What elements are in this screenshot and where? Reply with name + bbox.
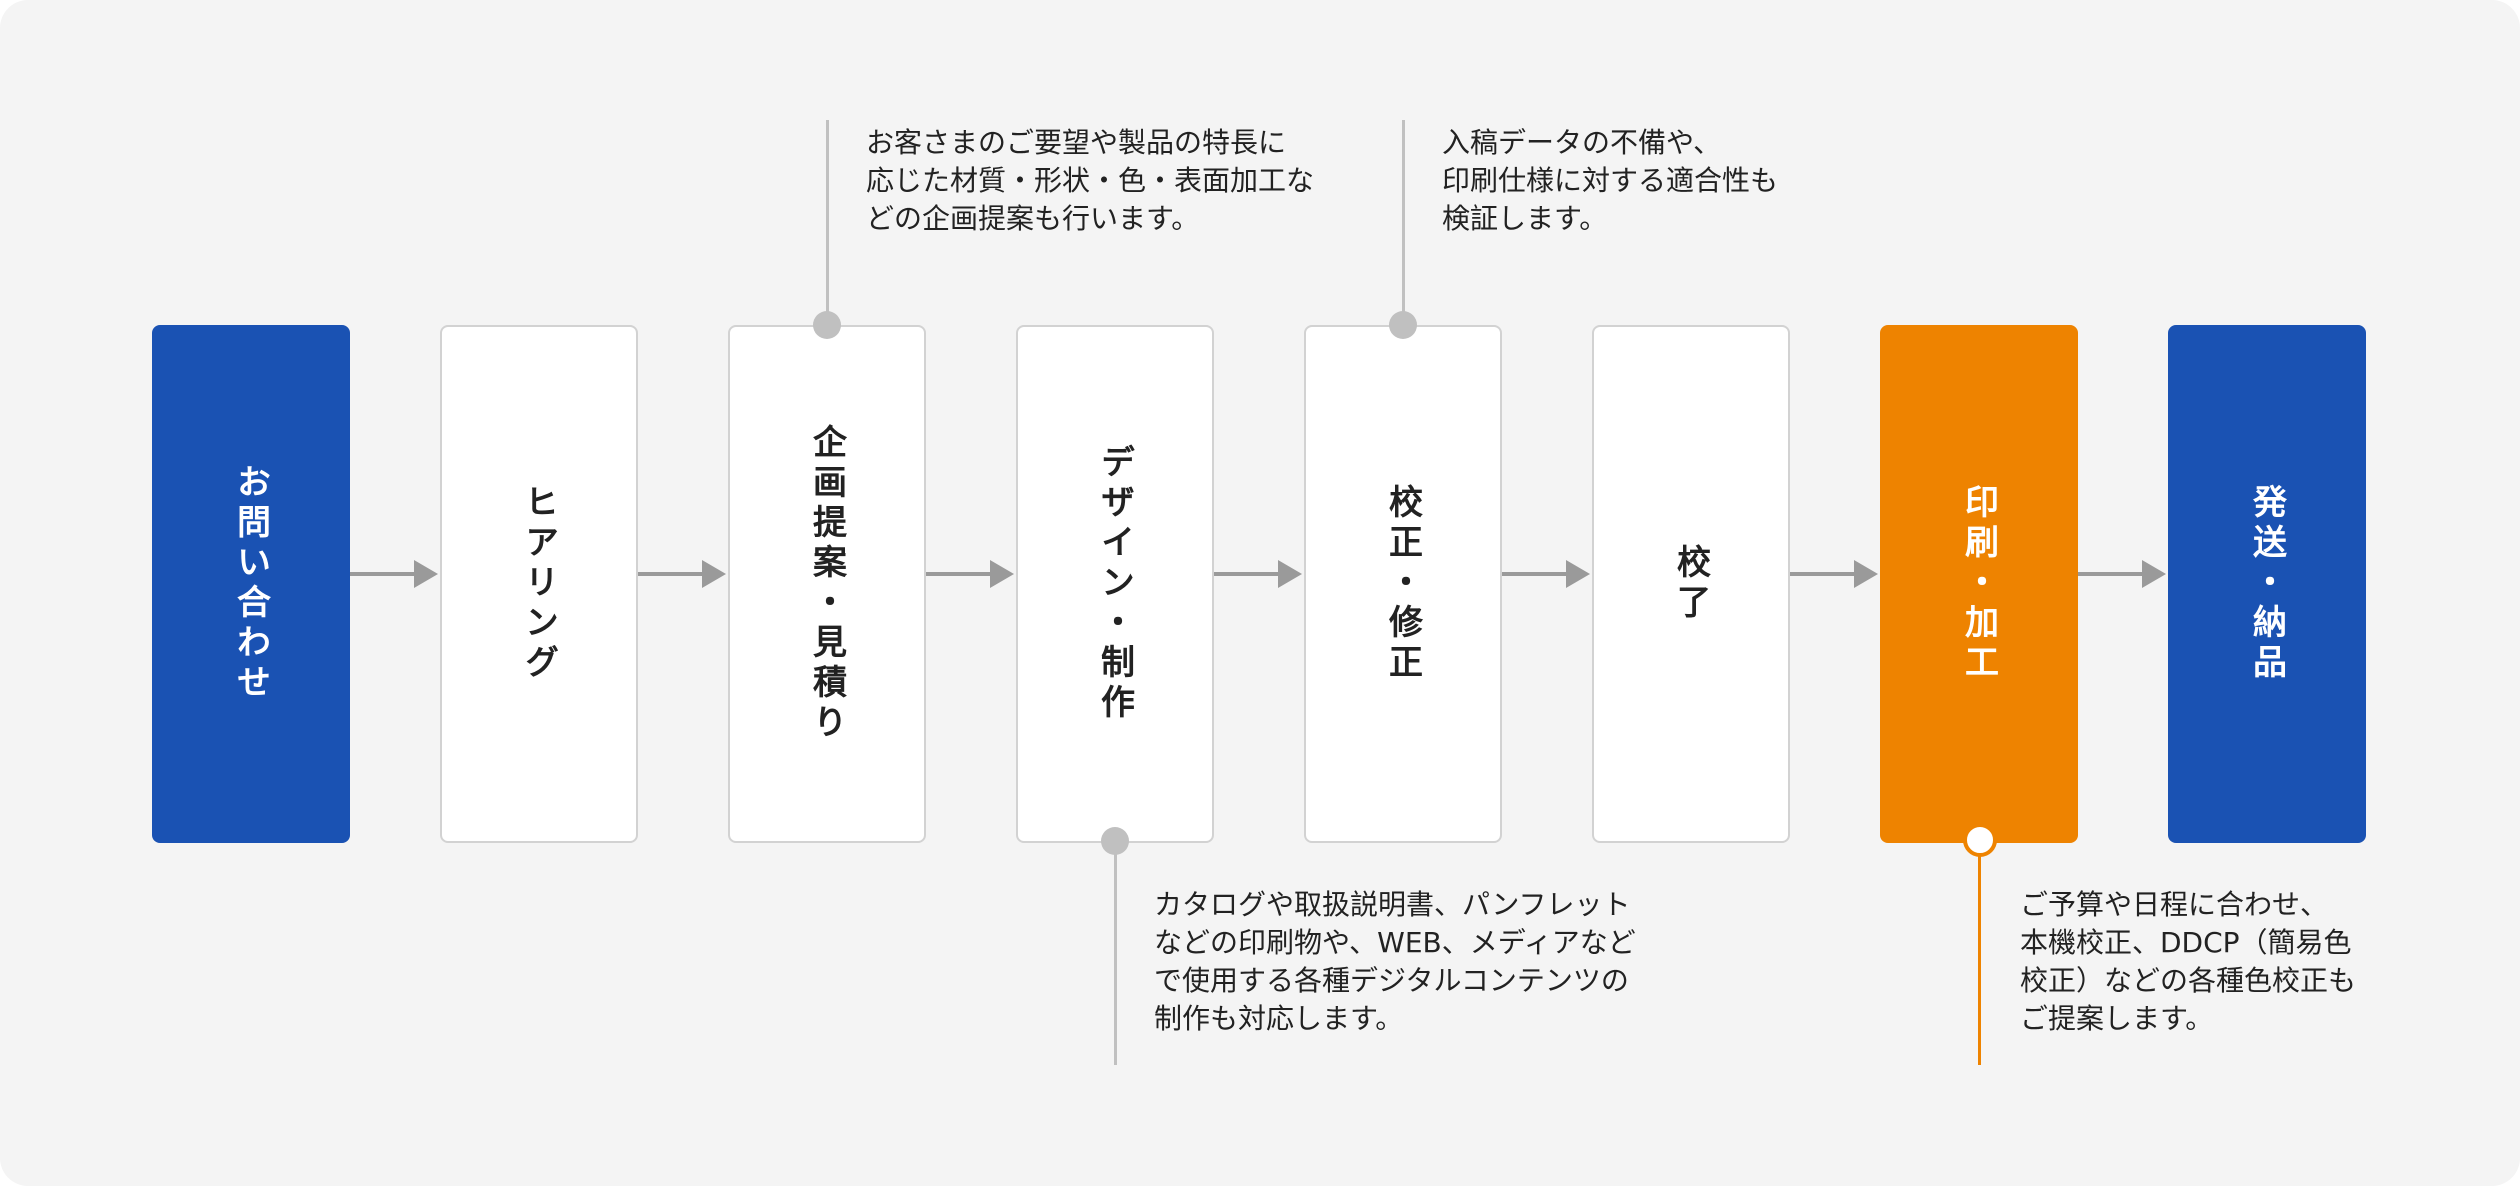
step-hearing: ヒアリング — [440, 325, 638, 843]
callout-dot-printing — [1963, 823, 1997, 857]
step-label: デザイン・制作 — [1094, 444, 1135, 724]
arrow-head-icon — [702, 560, 726, 588]
arrow-head-icon — [1854, 560, 1878, 588]
step-label: ヒアリング — [518, 484, 559, 684]
arrow-head-icon — [1566, 560, 1590, 588]
arrow-line — [926, 572, 992, 576]
step-inquiry: お問い合わせ — [152, 325, 350, 843]
arrow-head-icon — [1278, 560, 1302, 588]
callout-dot-proofing — [1389, 311, 1417, 339]
arrow-head-icon — [2142, 560, 2166, 588]
callout-dot-planning — [813, 311, 841, 339]
step-label: 印刷・加工 — [1958, 484, 1999, 684]
step-label: 校了 — [1670, 544, 1711, 624]
step-design-production: デザイン・制作 — [1016, 325, 1214, 843]
note-proofing: 入稿データの不備や、 印刷仕様に対する適合性も 検証します。 — [1442, 126, 1779, 235]
step-label: 発送・納品 — [2246, 484, 2287, 684]
step-printing-processing: 印刷・加工 — [1880, 325, 2078, 843]
step-final-proof: 校了 — [1592, 325, 1790, 843]
step-proofing-revision: 校正・修正 — [1304, 325, 1502, 843]
arrow-head-icon — [990, 560, 1014, 588]
step-shipping-delivery: 発送・納品 — [2168, 325, 2366, 843]
note-planning: お客さまのご要望や製品の特長に 応じた材質・形状・色・表面加工な どの企画提案も… — [866, 126, 1315, 235]
step-label: 校正・修正 — [1382, 484, 1423, 684]
callout-line-printing — [1978, 843, 1981, 1065]
arrow-head-icon — [414, 560, 438, 588]
step-label: お問い合わせ — [230, 464, 271, 704]
callout-dot-design — [1101, 827, 1129, 855]
callout-line-planning — [826, 120, 829, 325]
note-design: カタログや取扱説明書、パンフレット などの印刷物や、WEB、メディアなど で使用… — [1154, 888, 1636, 1035]
note-printing: ご予算や日程に合わせ、 本機校正、DDCP（簡易色 校正）などの各種色校正も ご… — [2020, 888, 2357, 1035]
arrow-line — [2078, 572, 2144, 576]
arrow-line — [1502, 572, 1568, 576]
arrow-line — [350, 572, 416, 576]
step-planning-estimate: 企画提案・見積り — [728, 325, 926, 843]
arrow-line — [1790, 572, 1856, 576]
arrow-line — [1214, 572, 1280, 576]
callout-line-design — [1114, 843, 1117, 1065]
arrow-line — [638, 572, 704, 576]
step-label: 企画提案・見積り — [806, 424, 847, 744]
callout-line-proofing — [1402, 120, 1405, 325]
